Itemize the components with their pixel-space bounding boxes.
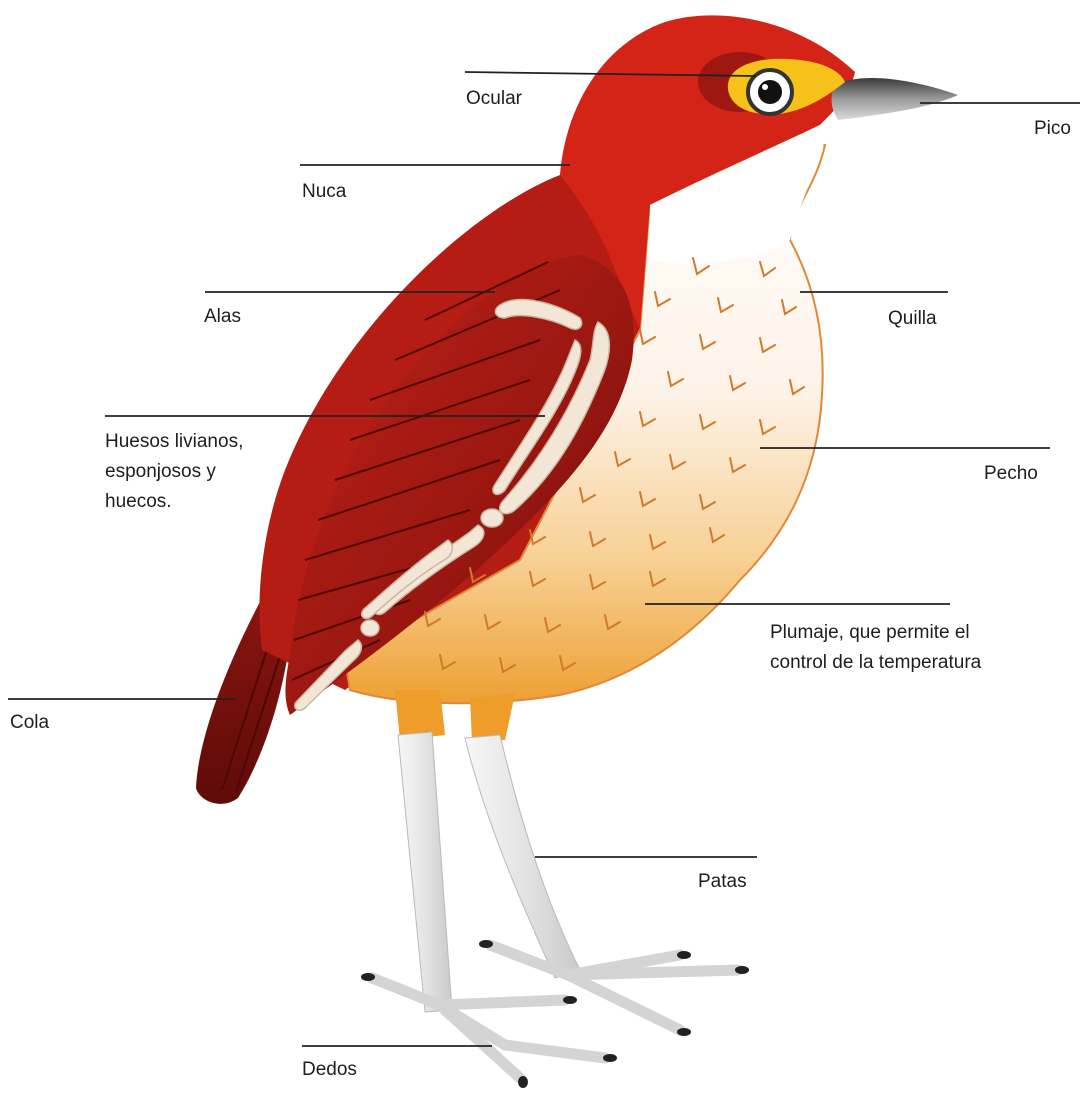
- label-huesos-line2: esponjosos y: [105, 458, 216, 485]
- label-quilla: Quilla: [888, 305, 937, 332]
- label-pecho: Pecho: [984, 460, 1038, 487]
- label-alas: Alas: [204, 303, 241, 330]
- label-patas: Patas: [698, 868, 747, 895]
- eye-pupil: [758, 80, 782, 104]
- label-plumaje-line2: control de la temperatura: [770, 649, 981, 676]
- label-nuca: Nuca: [302, 178, 346, 205]
- label-huesos-line3: huecos.: [105, 488, 172, 515]
- eye-highlight: [762, 84, 768, 90]
- thigh-shape: [395, 690, 445, 740]
- leg-left: [398, 732, 452, 1012]
- label-pico: Pico: [1034, 115, 1071, 142]
- label-ocular: Ocular: [466, 85, 522, 112]
- label-cola: Cola: [10, 709, 49, 736]
- thigh-shape-2: [470, 694, 515, 742]
- label-plumaje-line1: Plumaje, que permite el: [770, 619, 970, 646]
- label-dedos: Dedos: [302, 1056, 357, 1083]
- beak: [832, 78, 958, 120]
- label-huesos-line1: Huesos livianos,: [105, 428, 243, 455]
